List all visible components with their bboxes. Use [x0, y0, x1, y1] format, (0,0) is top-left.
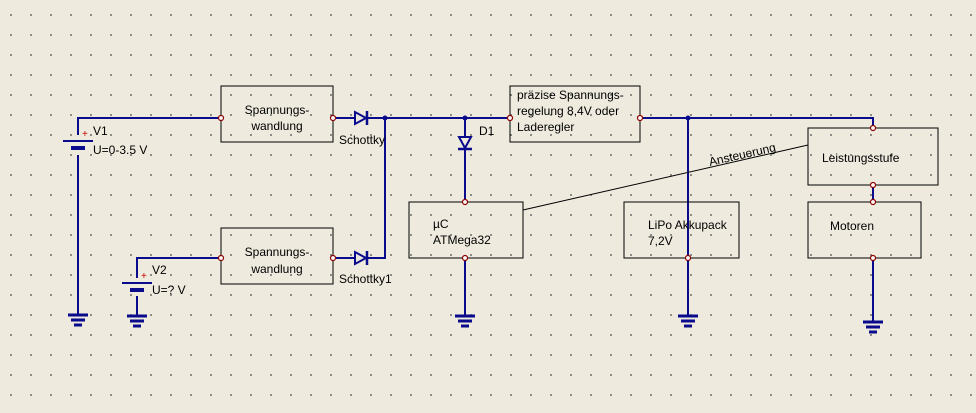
wire-schottky1-to-bus	[367, 118, 386, 259]
block-converter2-line1: Spannungs-	[245, 245, 310, 259]
wire-v2-to-converter2	[136, 257, 221, 278]
block-battery-line2: 7,2V	[648, 234, 673, 248]
pin	[217, 114, 225, 122]
block-mcu[interactable]: µC ATMega32	[408, 198, 524, 262]
wire-control-signal	[522, 144, 809, 211]
pin	[329, 114, 337, 122]
block-mcu-line2: ATMega32	[433, 233, 491, 247]
wire-v1-to-converter1	[77, 117, 221, 135]
wire-regulator-to-power-stage	[640, 117, 874, 128]
junction-dot	[382, 115, 388, 121]
block-converter1[interactable]: Spannungs- wandlung	[217, 85, 337, 143]
diode-icon	[354, 110, 369, 126]
block-regulator-line1: präzise Spannungs-	[517, 88, 624, 102]
pin	[636, 114, 644, 122]
ground-icon	[678, 314, 698, 328]
ground-icon	[863, 320, 883, 334]
voltage-source-v2[interactable]: + V2 U=? V	[122, 263, 186, 297]
ground-icon	[127, 314, 147, 328]
pin	[684, 254, 692, 262]
pin	[217, 254, 225, 262]
diode-schottky1[interactable]: Schottky1	[339, 250, 392, 286]
plus-sign: +	[141, 271, 147, 282]
voltage-source-v1[interactable]: + V1 U=0-3.5 V	[63, 124, 147, 157]
junction-dot	[462, 115, 468, 121]
block-regulator[interactable]: präzise Spannungs- regelung 8,4V oder La…	[506, 85, 644, 143]
block-converter1-line1: Spannungs-	[245, 103, 310, 117]
control-signal-label: Ansteuerung	[708, 140, 777, 169]
source-v2-name: V2	[152, 263, 167, 277]
source-v1-name: V1	[93, 124, 108, 138]
block-regulator-line3: Laderegler	[517, 120, 574, 134]
diode-icon	[457, 136, 473, 151]
pin	[869, 124, 877, 132]
block-battery[interactable]: LiPo Akkupack 7,2V	[623, 201, 740, 262]
ground-icon	[455, 314, 475, 328]
block-power-stage-line1: Leistungsstufe	[822, 151, 900, 165]
pin	[869, 254, 877, 262]
plus-sign: +	[82, 129, 88, 140]
diode-schottky-label: Schottky	[339, 133, 385, 147]
diode-d1-label: D1	[479, 124, 495, 138]
diode-schottky[interactable]: Schottky	[339, 110, 385, 147]
block-motors[interactable]: Motoren	[807, 198, 922, 262]
pin	[461, 254, 469, 262]
diode-schottky1-label: Schottky1	[339, 272, 392, 286]
pin	[869, 198, 877, 206]
ground-icon	[68, 313, 88, 327]
diode-icon	[354, 250, 369, 266]
source-v1-value: U=0-3.5 V	[93, 143, 147, 157]
block-power-stage[interactable]: Leistungsstufe	[807, 124, 939, 189]
block-battery-line1: LiPo Akkupack	[648, 218, 728, 232]
block-motors-line1: Motoren	[830, 219, 874, 233]
block-converter2-line2: wandlung	[250, 262, 302, 276]
pin	[869, 181, 877, 189]
pin	[506, 114, 514, 122]
wires	[77, 117, 874, 322]
block-converter1-line2: wandlung	[250, 119, 302, 133]
diode-d1[interactable]: D1	[457, 124, 495, 151]
block-mcu-line1: µC	[433, 217, 449, 231]
block-regulator-line2: regelung 8,4V oder	[517, 104, 619, 118]
block-converter2[interactable]: Spannungs- wandlung	[217, 227, 337, 285]
pin	[329, 254, 337, 262]
junction-dot	[685, 115, 691, 121]
source-v2-value: U=? V	[152, 283, 186, 297]
junctions	[382, 115, 691, 121]
grounds	[68, 313, 883, 334]
pin	[461, 198, 469, 206]
